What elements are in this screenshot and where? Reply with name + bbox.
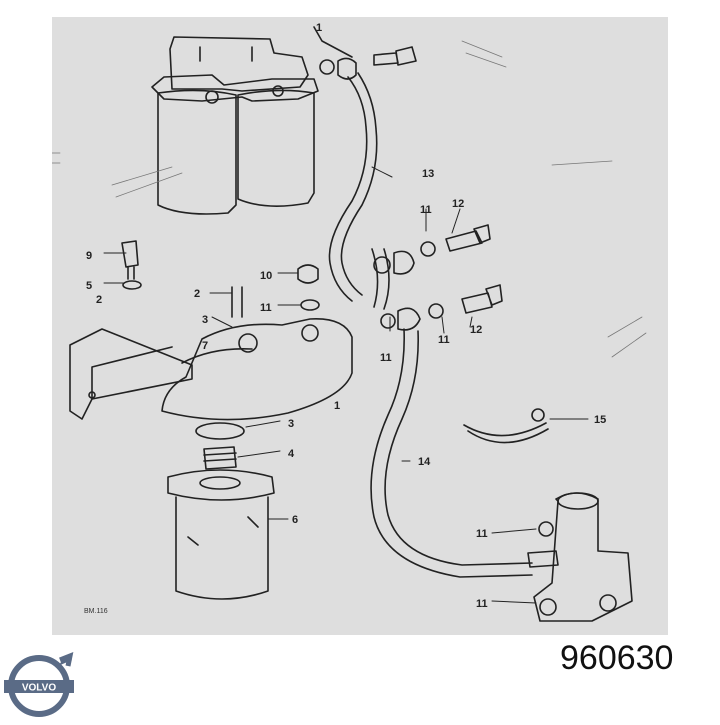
callout-label: 12 bbox=[452, 198, 464, 210]
bracket bbox=[69, 328, 193, 420]
twin-filter-housing bbox=[151, 36, 319, 215]
callout-label: 3 bbox=[288, 418, 294, 430]
callout-label: 11 bbox=[476, 528, 488, 540]
callout-label: 15 bbox=[594, 414, 606, 426]
callout-label: 1 bbox=[316, 22, 322, 34]
callout-label: 14 bbox=[418, 456, 431, 468]
callout-label: 12 bbox=[470, 324, 482, 336]
sketch-marks bbox=[52, 40, 647, 358]
callout-label: 4 bbox=[288, 448, 295, 460]
diagram-drawing: 1 13 11 12 9 5 2 10 11 2 3 7 11 11 12 1 … bbox=[52, 22, 647, 622]
mid-fittings bbox=[373, 224, 503, 331]
clip-15 bbox=[463, 408, 549, 444]
callout-label: 9 bbox=[86, 250, 92, 262]
brand-name: VOLVO bbox=[22, 683, 56, 694]
top-fittings bbox=[313, 26, 417, 80]
callout-label: 7 bbox=[202, 340, 208, 352]
screw-and-washer bbox=[121, 240, 142, 290]
parts-diagram: 1 13 11 12 9 5 2 10 11 2 3 7 11 11 12 1 … bbox=[52, 17, 668, 635]
callout-label: 11 bbox=[420, 204, 432, 216]
callout-label: 11 bbox=[260, 302, 272, 314]
seal-and-nipple bbox=[195, 422, 245, 470]
callout-label: 1 bbox=[334, 400, 340, 412]
hose-13 bbox=[328, 72, 390, 310]
volvo-logo: VOLVO bbox=[2, 650, 76, 720]
filter-head bbox=[161, 286, 353, 421]
callout-label: 5 bbox=[86, 280, 92, 292]
oil-filter bbox=[167, 469, 275, 600]
hose-14 bbox=[370, 328, 533, 578]
drawing-reference: BM.116 bbox=[84, 608, 108, 615]
plug-10 bbox=[297, 264, 320, 311]
callout-label: 3 bbox=[202, 314, 208, 326]
callout-label: 11 bbox=[476, 598, 488, 610]
callout-label: 6 bbox=[292, 514, 298, 526]
callout-label: 10 bbox=[260, 270, 272, 282]
callout-label: 11 bbox=[438, 334, 450, 346]
callout-label: 13 bbox=[422, 168, 434, 180]
part-number: 960630 bbox=[560, 639, 674, 677]
callout-label: 11 bbox=[380, 352, 392, 364]
adapter-block bbox=[527, 492, 633, 622]
callout-label: 2 bbox=[96, 294, 102, 306]
callout-label: 2 bbox=[194, 288, 200, 300]
leader-lines bbox=[103, 166, 589, 604]
